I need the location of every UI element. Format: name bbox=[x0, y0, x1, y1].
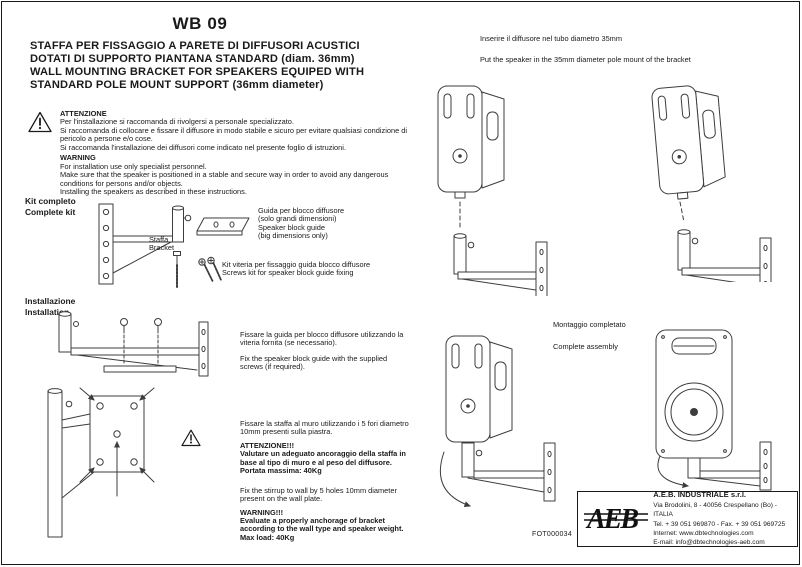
warning-triangle-small-icon bbox=[181, 429, 201, 447]
guide-fixing-diagram bbox=[58, 311, 209, 377]
assembly-caption-en: Complete assembly bbox=[553, 342, 618, 351]
step2-text-en: Fix the stirrup to wall by 5 holes 10mm … bbox=[240, 485, 397, 504]
step2-max-load-it: Portata massima: 40Kg bbox=[240, 466, 322, 476]
company-info-box: AEB A.E.B. INDUSTRIALE s.r.l. Via Brodol… bbox=[577, 490, 798, 548]
insert-diagram-left bbox=[437, 85, 548, 296]
company-name: A.E.B. INDUSTRIALE s.r.l. bbox=[653, 490, 747, 500]
step2-warning-title-it: ATTENZIONE!!! bbox=[240, 440, 295, 450]
assembled-side-diagram bbox=[439, 335, 556, 508]
company-phone: Tel. + 39 051 969870 - Fax. + 39 051 969… bbox=[653, 520, 786, 528]
company-details: A.E.B. INDUSTRIALE s.r.l. Via Brodolini,… bbox=[653, 490, 797, 548]
step2-warning-text-en: Evaluate a properly anchorage of bracket… bbox=[240, 515, 404, 534]
step2-warning-text-it: Valutare un adeguato ancoraggio della st… bbox=[240, 449, 406, 467]
guide-diagram bbox=[196, 217, 250, 236]
section-label-installation: Installazione Installation bbox=[25, 296, 76, 317]
company-internet: Internet: www.dbtechnologies.com bbox=[653, 530, 754, 538]
insert-diagram-right bbox=[651, 85, 772, 282]
warning-text-it: Per l'installazione si raccomanda di riv… bbox=[60, 117, 407, 152]
assembly-caption-it: Montaggio completato bbox=[553, 320, 626, 329]
assembled-front-diagram bbox=[655, 329, 772, 491]
guide-label: Guida per blocco diffusore (solo grandi … bbox=[258, 206, 345, 241]
screws-kit-diagram bbox=[198, 256, 222, 283]
step2-max-load-en: Max load: 40Kg bbox=[240, 532, 295, 542]
section-label-kit: Kit completo Complete kit bbox=[25, 196, 76, 217]
long-screw-diagram bbox=[173, 251, 181, 288]
aeb-logo: AEB bbox=[578, 501, 653, 537]
doc-code: FOT000034 bbox=[532, 531, 573, 538]
warning-title-it: ATTENZIONE bbox=[60, 109, 107, 118]
insert-caption-en: Put the speaker in the 35mm diameter pol… bbox=[480, 55, 691, 64]
bracket-kit-diagram bbox=[98, 203, 192, 285]
warning-triangle-icon bbox=[28, 111, 52, 133]
page-title: WB 09 bbox=[172, 14, 228, 33]
step2-text: Fissare la staffa al muro utilizzando i … bbox=[240, 419, 412, 542]
company-email: E-mail: info@dbtechnologies-aeb.com bbox=[653, 539, 765, 547]
company-address: Via Brodolini, 8 - 40056 Crespellano (Bo… bbox=[653, 502, 777, 519]
step1-text: Fissare la guida per blocco diffusore ut… bbox=[240, 330, 410, 372]
step2-warning-title-en: WARNING!!! bbox=[240, 507, 284, 517]
warning-title-en: WARNING bbox=[60, 153, 96, 163]
wall-mounting-diagram bbox=[47, 387, 155, 538]
product-heading: STAFFA PER FISSAGGIO A PARETE DI DIFFUSO… bbox=[30, 40, 365, 92]
warning-text-en: For installation use only specialist per… bbox=[60, 161, 389, 196]
step1-text-it: Fissare la guida per blocco diffusore ut… bbox=[240, 330, 404, 348]
screws-label: Kit viteria per fissaggio guida blocco d… bbox=[222, 260, 371, 278]
bracket-label: Staffa Bracket bbox=[149, 235, 175, 253]
step1-text-en: Fix the speaker block guide with the sup… bbox=[240, 353, 388, 372]
step2-text-it: Fissare la staffa al muro utilizzando i … bbox=[240, 419, 409, 437]
warning-section: ATTENZIONE Per l'installazione si raccom… bbox=[60, 109, 408, 196]
insert-caption-it: Inserire il diffusore nel tubo diametro … bbox=[480, 34, 622, 43]
aeb-logo-icon: AEB bbox=[583, 504, 648, 535]
